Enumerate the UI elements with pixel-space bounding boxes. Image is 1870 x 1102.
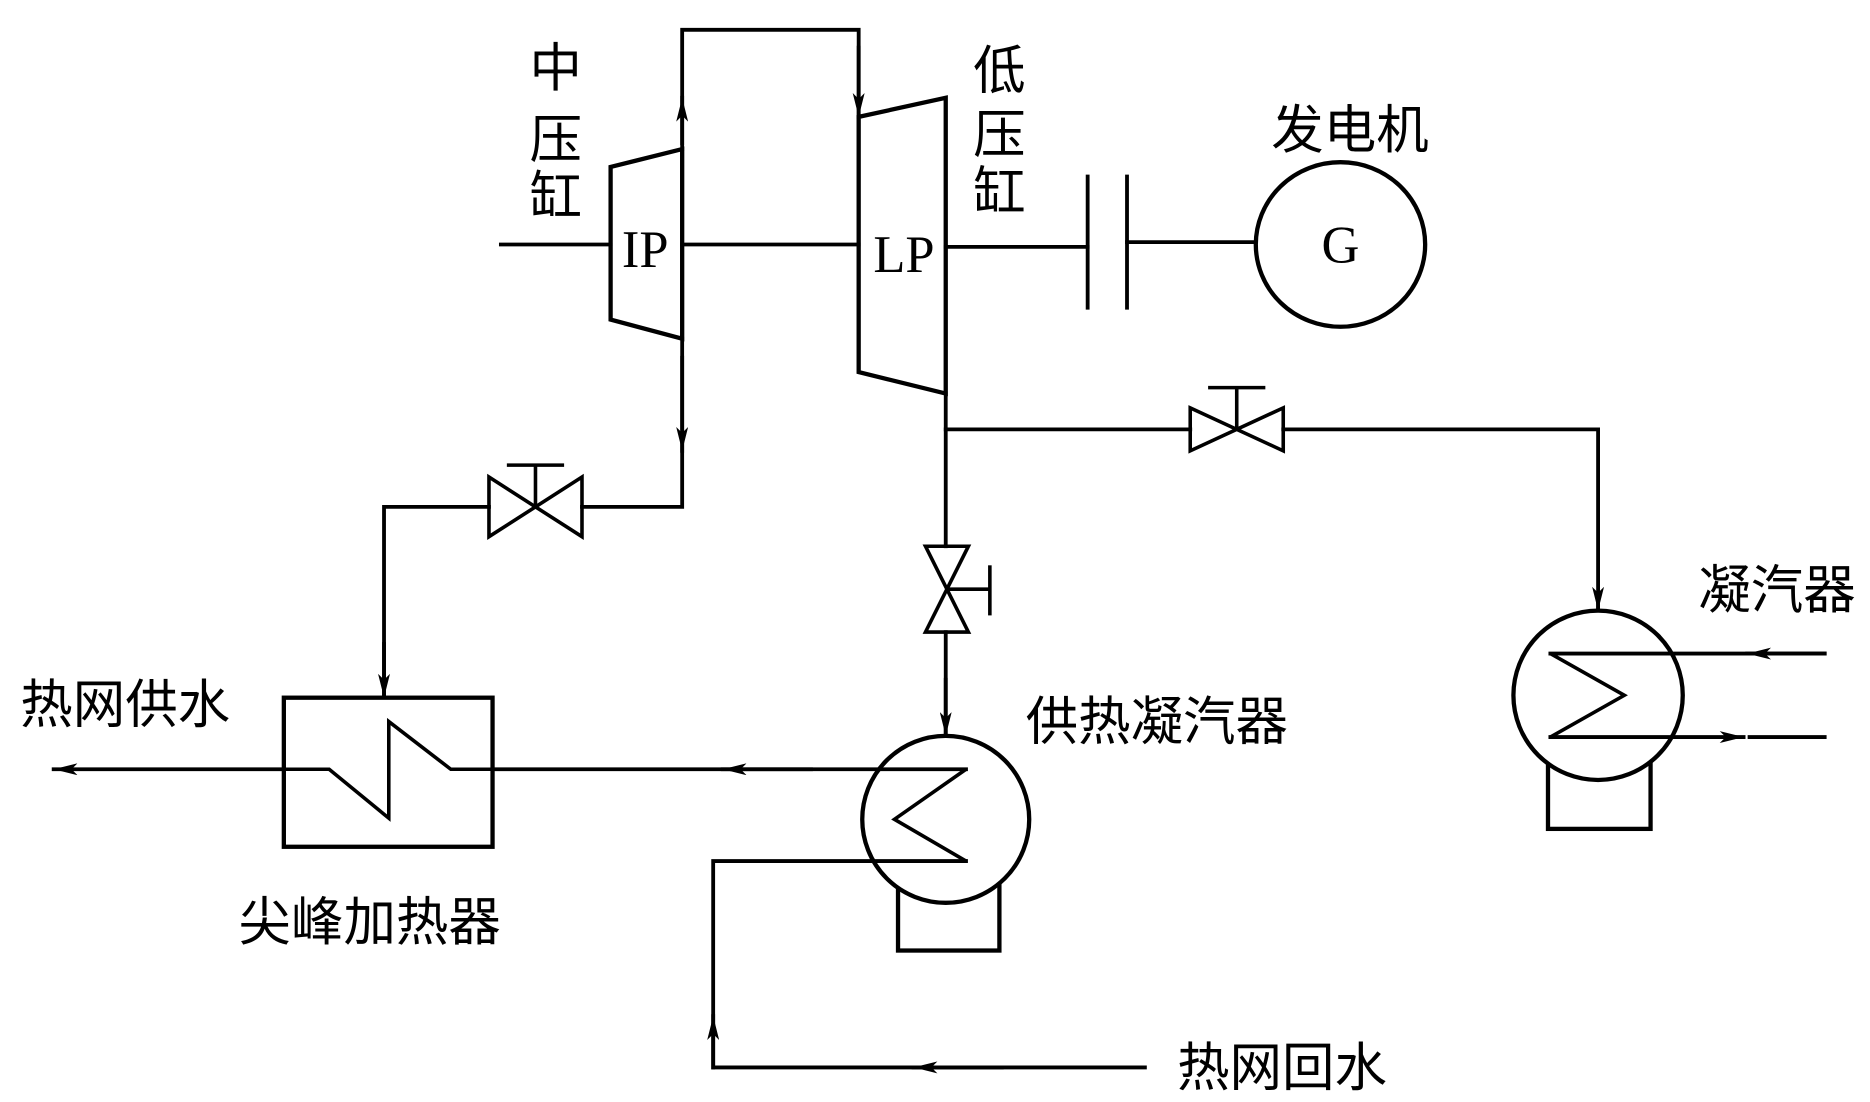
- generator-label: 发电机: [1271, 100, 1428, 161]
- ip-label-char-2: 压: [530, 109, 582, 170]
- condenser-branch-line-b: [1281, 427, 1600, 613]
- condenser-coil-icon: [1549, 652, 1628, 739]
- lp-label-char-2: 压: [973, 105, 1025, 166]
- ip-label-char-1: 中: [530, 38, 582, 99]
- ip-extraction-pipe: [378, 336, 689, 700]
- valve-body-icon: [487, 473, 584, 540]
- ip-label-char-3: 缸: [530, 167, 582, 228]
- peak-heater-label: 尖峰加热器: [239, 892, 501, 953]
- condenser-valve[interactable]: [1188, 385, 1286, 454]
- crossover-line: [680, 27, 861, 151]
- ip-extraction-line-a: [580, 336, 685, 509]
- shaft: [498, 174, 1258, 310]
- generator-body: [1253, 160, 1428, 329]
- ip-extraction-line-b: [382, 504, 491, 700]
- condenser-shell: [1511, 608, 1685, 783]
- heating-condenser-label: 供热凝汽器: [1026, 691, 1288, 752]
- supply-water-label: 热网供水: [20, 675, 230, 736]
- condenser-label: 凝汽器: [1698, 560, 1855, 621]
- lp-label-char-1: 低: [973, 40, 1025, 101]
- peak-heater[interactable]: [281, 695, 495, 849]
- heating-condenser-coil-icon: [891, 767, 968, 863]
- generator-symbol: G: [1322, 216, 1360, 274]
- peak-heater-coil-icon: [283, 717, 493, 822]
- valve-body-icon: [1188, 405, 1286, 454]
- lp-turbine-label: 低 压 缸: [973, 40, 1025, 223]
- lp-label-char-3: 缸: [973, 162, 1025, 223]
- lp-turbine-symbol: LP: [873, 226, 934, 284]
- lp-turbine[interactable]: LP: [856, 95, 948, 397]
- ip-turbine-symbol: IP: [622, 221, 669, 279]
- generator[interactable]: G: [1253, 160, 1428, 329]
- condenser[interactable]: [1511, 608, 1685, 832]
- heating-condenser-valve[interactable]: [922, 544, 992, 634]
- heating-condenser-shell: [860, 733, 1032, 905]
- ip-turbine[interactable]: IP: [608, 146, 685, 342]
- crossover-pipe: [676, 27, 865, 151]
- lp-exhaust-pipe: [939, 391, 1605, 738]
- return-water-label: 热网回水: [1177, 1037, 1387, 1098]
- valve-body-icon: [922, 544, 972, 634]
- ip-extraction-valve[interactable]: [487, 463, 584, 540]
- ip-turbine-label: 中 压 缸: [530, 38, 582, 228]
